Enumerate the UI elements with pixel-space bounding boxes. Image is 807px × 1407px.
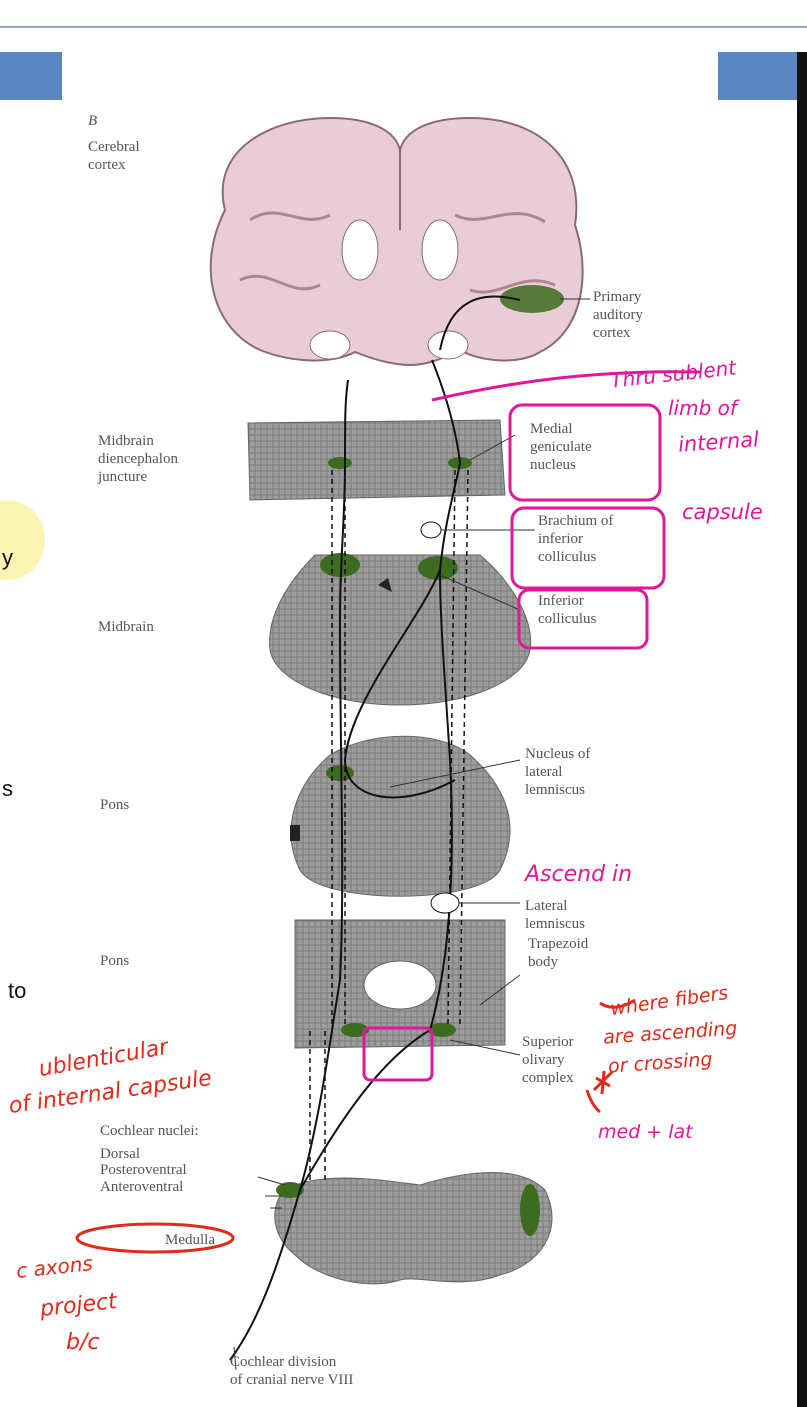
label-superior-olivary: Superior olivary complex [522,1033,574,1087]
label-nucleus-lateral-lemniscus: Nucleus of lateral lemniscus [525,745,590,799]
label-trapezoid-body: Trapezoid body [528,935,588,971]
label-brachium: Brachium of inferior colliculus [538,512,613,566]
medulla-section [275,1173,552,1284]
label-lateral-lemniscus: Lateral lemniscus [525,897,585,933]
note-limb-of: limb of [668,396,737,420]
label-midbrain-diencephalon: Midbrain diencephalon juncture [98,432,178,486]
label-cerebral-cortex: Cerebral cortex [88,138,140,174]
note-capsule: capsule [682,500,763,524]
label-anteroventral: Anteroventral [100,1178,183,1196]
note-med-lat: med + lat [598,1121,693,1143]
label-cochlear-division: Cochlear division of cranial nerve VIII [230,1353,353,1389]
label-cochlear-nuclei: Cochlear nuclei: [100,1122,199,1140]
label-pons-lower: Pons [100,952,129,970]
label-pons-upper: Pons [100,796,129,814]
label-inferior-colliculus: Inferior colliculus [538,592,596,628]
label-posteroventral: Posteroventral [100,1161,187,1179]
label-medial-geniculate: Medial geniculate nucleus [530,420,592,474]
note-bc: b/c [66,1330,99,1355]
figure-letter: B [88,112,97,130]
label-midbrain: Midbrain [98,618,154,636]
note-ascend-in: Ascend in [525,862,632,887]
cerebrum-section [211,118,583,365]
label-medulla: Medulla [165,1231,215,1249]
pons-upper-section [291,736,510,896]
midbrain-section [270,555,531,705]
label-primary-auditory-cortex: Primary auditory cortex [593,288,643,342]
